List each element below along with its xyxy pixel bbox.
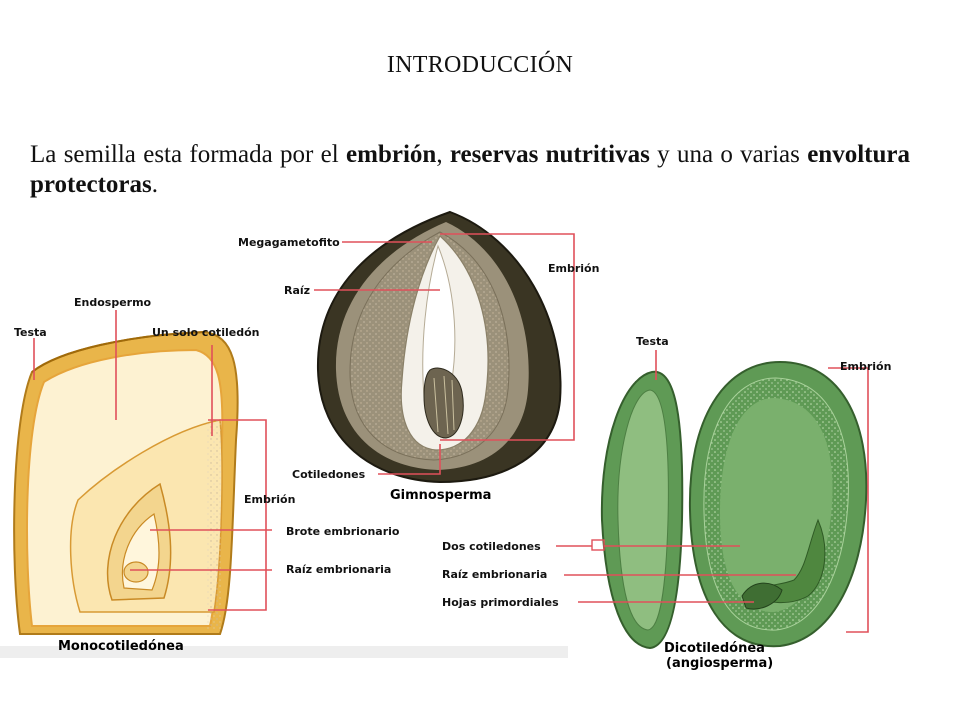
intro-part-4: .	[151, 171, 158, 198]
dico-label-hojas: Hojas primordiales	[442, 596, 559, 609]
mono-label-testa: Testa	[14, 326, 47, 339]
gymnosperm-leaders	[314, 233, 575, 475]
gimno-label-megagametofito: Megagametofito	[238, 236, 340, 249]
gimno-label-embrion: Embrión	[548, 262, 599, 275]
dico-label-dos-cotiledones: Dos cotiledones	[442, 540, 541, 553]
dicot-leaders	[556, 350, 869, 633]
mono-label-raiz: Raíz embrionaria	[286, 563, 391, 576]
gimno-label-raiz: Raíz	[284, 284, 310, 297]
mono-label-brote: Brote embrionario	[286, 525, 400, 538]
slide-title: INTRODUCCIÓN	[386, 52, 574, 78]
monocot-leaders	[33, 310, 272, 611]
intro-envoltura: envoltura protectoras	[30, 141, 910, 198]
intro-reservas: reservas nutritivas	[449, 141, 650, 168]
mono-label-endospermo: Endospermo	[74, 296, 152, 309]
monocot-seed	[13, 330, 239, 635]
gimno-caption: Gimnosperma	[390, 488, 491, 503]
intro-part-3: y una o varias	[649, 141, 808, 168]
intro-embrion: embrión	[346, 141, 437, 168]
mono-label-cotiledon: Un solo cotiledón	[152, 326, 259, 339]
dicot-seed	[600, 360, 868, 650]
dico-label-testa: Testa	[636, 335, 669, 348]
intro-text: La semilla esta formada por el embrión, …	[30, 140, 910, 202]
dico-caption-1: Dicotiledónea	[664, 641, 765, 656]
gimno-label-cotiledones: Cotiledones	[292, 468, 366, 481]
mono-label-embrion: Embrión	[244, 493, 295, 506]
dico-label-embrion: Embrión	[840, 360, 891, 373]
mono-caption: Monocotiledónea	[58, 639, 184, 654]
dico-caption-2: (angiosperma)	[666, 656, 773, 671]
dico-label-raiz: Raíz embrionaria	[442, 568, 547, 581]
intro-part-1: La semilla esta formada por el	[30, 141, 347, 168]
intro-part-2: ,	[436, 141, 450, 168]
